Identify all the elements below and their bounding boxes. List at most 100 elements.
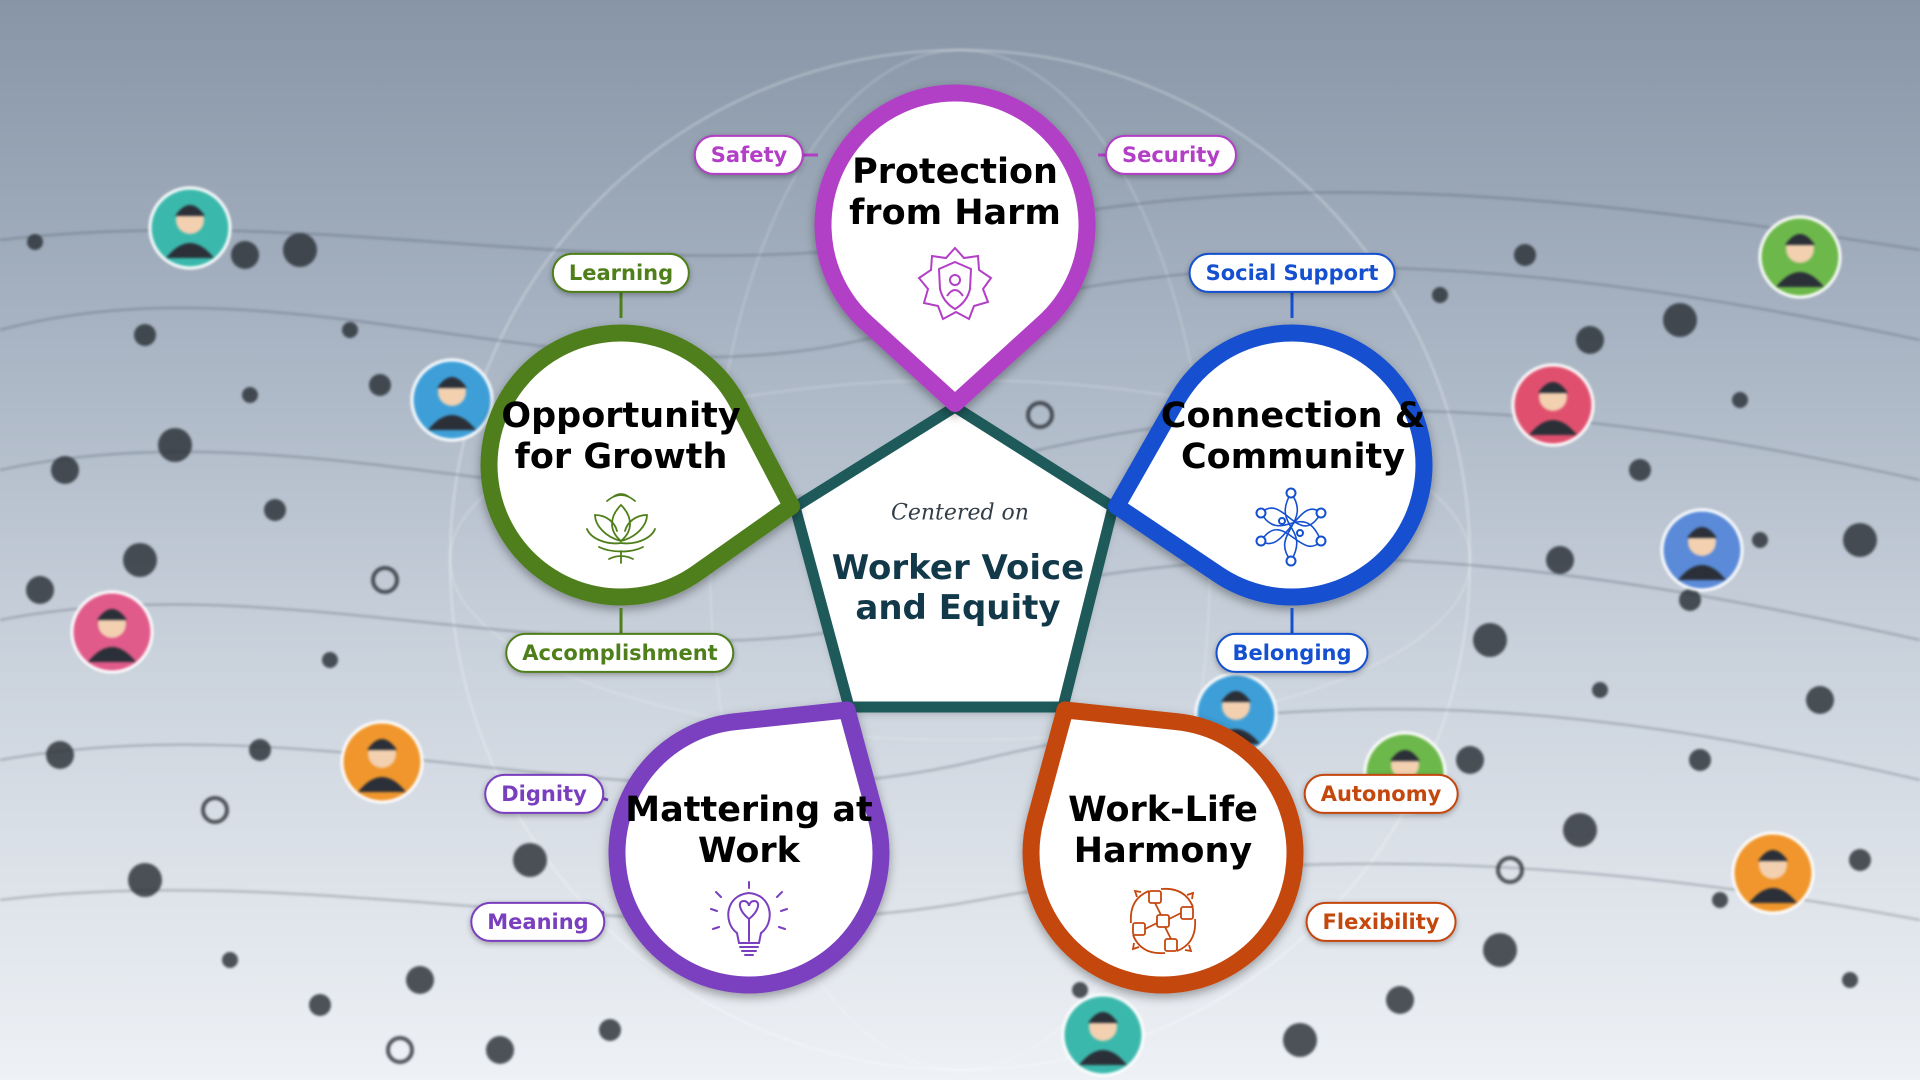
lightbulb-heart-icon xyxy=(710,881,788,956)
network-node xyxy=(406,966,434,994)
avatar-body xyxy=(1776,272,1824,287)
network-node xyxy=(369,374,391,396)
avatar xyxy=(1731,831,1815,915)
pillar-title-connection: Connection & Community xyxy=(1160,396,1426,477)
network-node xyxy=(1473,623,1507,657)
pillar-drop-opportunity xyxy=(480,324,800,606)
network-node xyxy=(1712,892,1728,908)
shield-person-icon xyxy=(917,246,993,321)
avatar-hair xyxy=(1785,234,1815,245)
pillar-title-mattering: Mattering at Work xyxy=(625,790,873,871)
network-node xyxy=(1514,244,1536,266)
center-pentagon xyxy=(789,401,1119,713)
network-node xyxy=(1283,1023,1317,1057)
network-node xyxy=(1842,972,1858,988)
network-node xyxy=(249,739,271,761)
network-node xyxy=(1689,749,1711,771)
avatar xyxy=(1660,508,1744,592)
tag-meaning: Meaning xyxy=(470,901,606,943)
avatar xyxy=(70,590,154,674)
avatar-body xyxy=(166,243,214,258)
network-node xyxy=(599,1019,621,1041)
avatar xyxy=(340,720,424,804)
avatar-body xyxy=(1749,888,1797,903)
network-node xyxy=(46,741,74,769)
avatar xyxy=(410,358,494,442)
network-node xyxy=(342,322,358,338)
network-node xyxy=(1483,933,1517,967)
avatar-body xyxy=(88,647,136,662)
globe-outline xyxy=(449,49,1471,1071)
network-node xyxy=(322,652,338,668)
tag-belonging: Belonging xyxy=(1215,632,1369,674)
network-node xyxy=(51,456,79,484)
pillar-drop-work-life xyxy=(1022,701,1304,994)
avatar xyxy=(148,186,232,270)
tag-safety: Safety xyxy=(693,134,805,176)
network-ring xyxy=(386,1036,414,1064)
avatar-hair xyxy=(175,205,205,216)
avatar-body xyxy=(1079,1050,1127,1065)
tag-flexibility: Flexibility xyxy=(1305,901,1457,943)
network-ring xyxy=(371,566,399,594)
avatar-hair xyxy=(367,739,397,750)
network-node xyxy=(26,576,54,604)
network-node xyxy=(128,863,162,897)
network-node xyxy=(1849,849,1871,871)
center-pentagon-fill xyxy=(795,407,1113,707)
network-node xyxy=(1679,589,1701,611)
avatar xyxy=(1061,993,1145,1077)
network-node xyxy=(1592,682,1608,698)
tag-accomplishment: Accomplishment xyxy=(505,632,735,674)
pillar-title-protection: Protection from Harm xyxy=(849,152,1061,233)
network-ring xyxy=(1496,856,1524,884)
network-node xyxy=(283,233,317,267)
avatar-body xyxy=(1678,565,1726,580)
tag-learning: Learning xyxy=(551,252,691,294)
network-node xyxy=(242,387,258,403)
avatar-hair xyxy=(1390,750,1420,761)
avatar-body xyxy=(428,415,476,430)
network-node xyxy=(222,952,238,968)
network-node xyxy=(1432,287,1448,303)
avatar xyxy=(1511,363,1595,447)
pentagon-edge xyxy=(1057,501,1119,713)
network-ring xyxy=(201,796,229,824)
lotus-icon xyxy=(586,493,656,564)
center-caption: Centered on xyxy=(891,500,1029,526)
avatar-hair xyxy=(437,377,467,388)
network-node xyxy=(27,234,43,250)
network-node xyxy=(513,843,547,877)
tag-social-support: Social Support xyxy=(1188,252,1396,294)
center-title: Worker Voice and Equity xyxy=(831,548,1085,628)
avatar xyxy=(1758,215,1842,299)
pillar-drop-connection xyxy=(1108,324,1433,606)
network-node xyxy=(1563,813,1597,847)
network-node xyxy=(1629,459,1651,481)
network-line xyxy=(0,708,1920,787)
avatar-hair xyxy=(1221,691,1251,702)
network-node xyxy=(158,428,192,462)
tag-autonomy: Autonomy xyxy=(1303,773,1459,815)
tag-security: Security xyxy=(1104,134,1238,176)
network-node xyxy=(1546,546,1574,574)
avatar-hair xyxy=(1687,527,1717,538)
network-node xyxy=(1456,746,1484,774)
network-node xyxy=(1072,982,1088,998)
pillar-drop-mattering xyxy=(608,701,890,994)
network-node xyxy=(1806,686,1834,714)
network-node xyxy=(309,994,331,1016)
avatar-body xyxy=(1529,420,1577,435)
network-node xyxy=(134,324,156,346)
network-line xyxy=(0,862,1920,921)
network-node xyxy=(1663,303,1697,337)
network-node xyxy=(231,241,259,269)
network-node xyxy=(486,1036,514,1064)
avatar-body xyxy=(358,777,406,792)
pillar-title-opportunity: Opportunity for Growth xyxy=(501,396,741,477)
pentagon-edge xyxy=(789,501,855,713)
network-node xyxy=(1752,532,1768,548)
pillar-title-work-life: Work-Life Harmony xyxy=(1068,790,1258,871)
network-node xyxy=(123,543,157,577)
